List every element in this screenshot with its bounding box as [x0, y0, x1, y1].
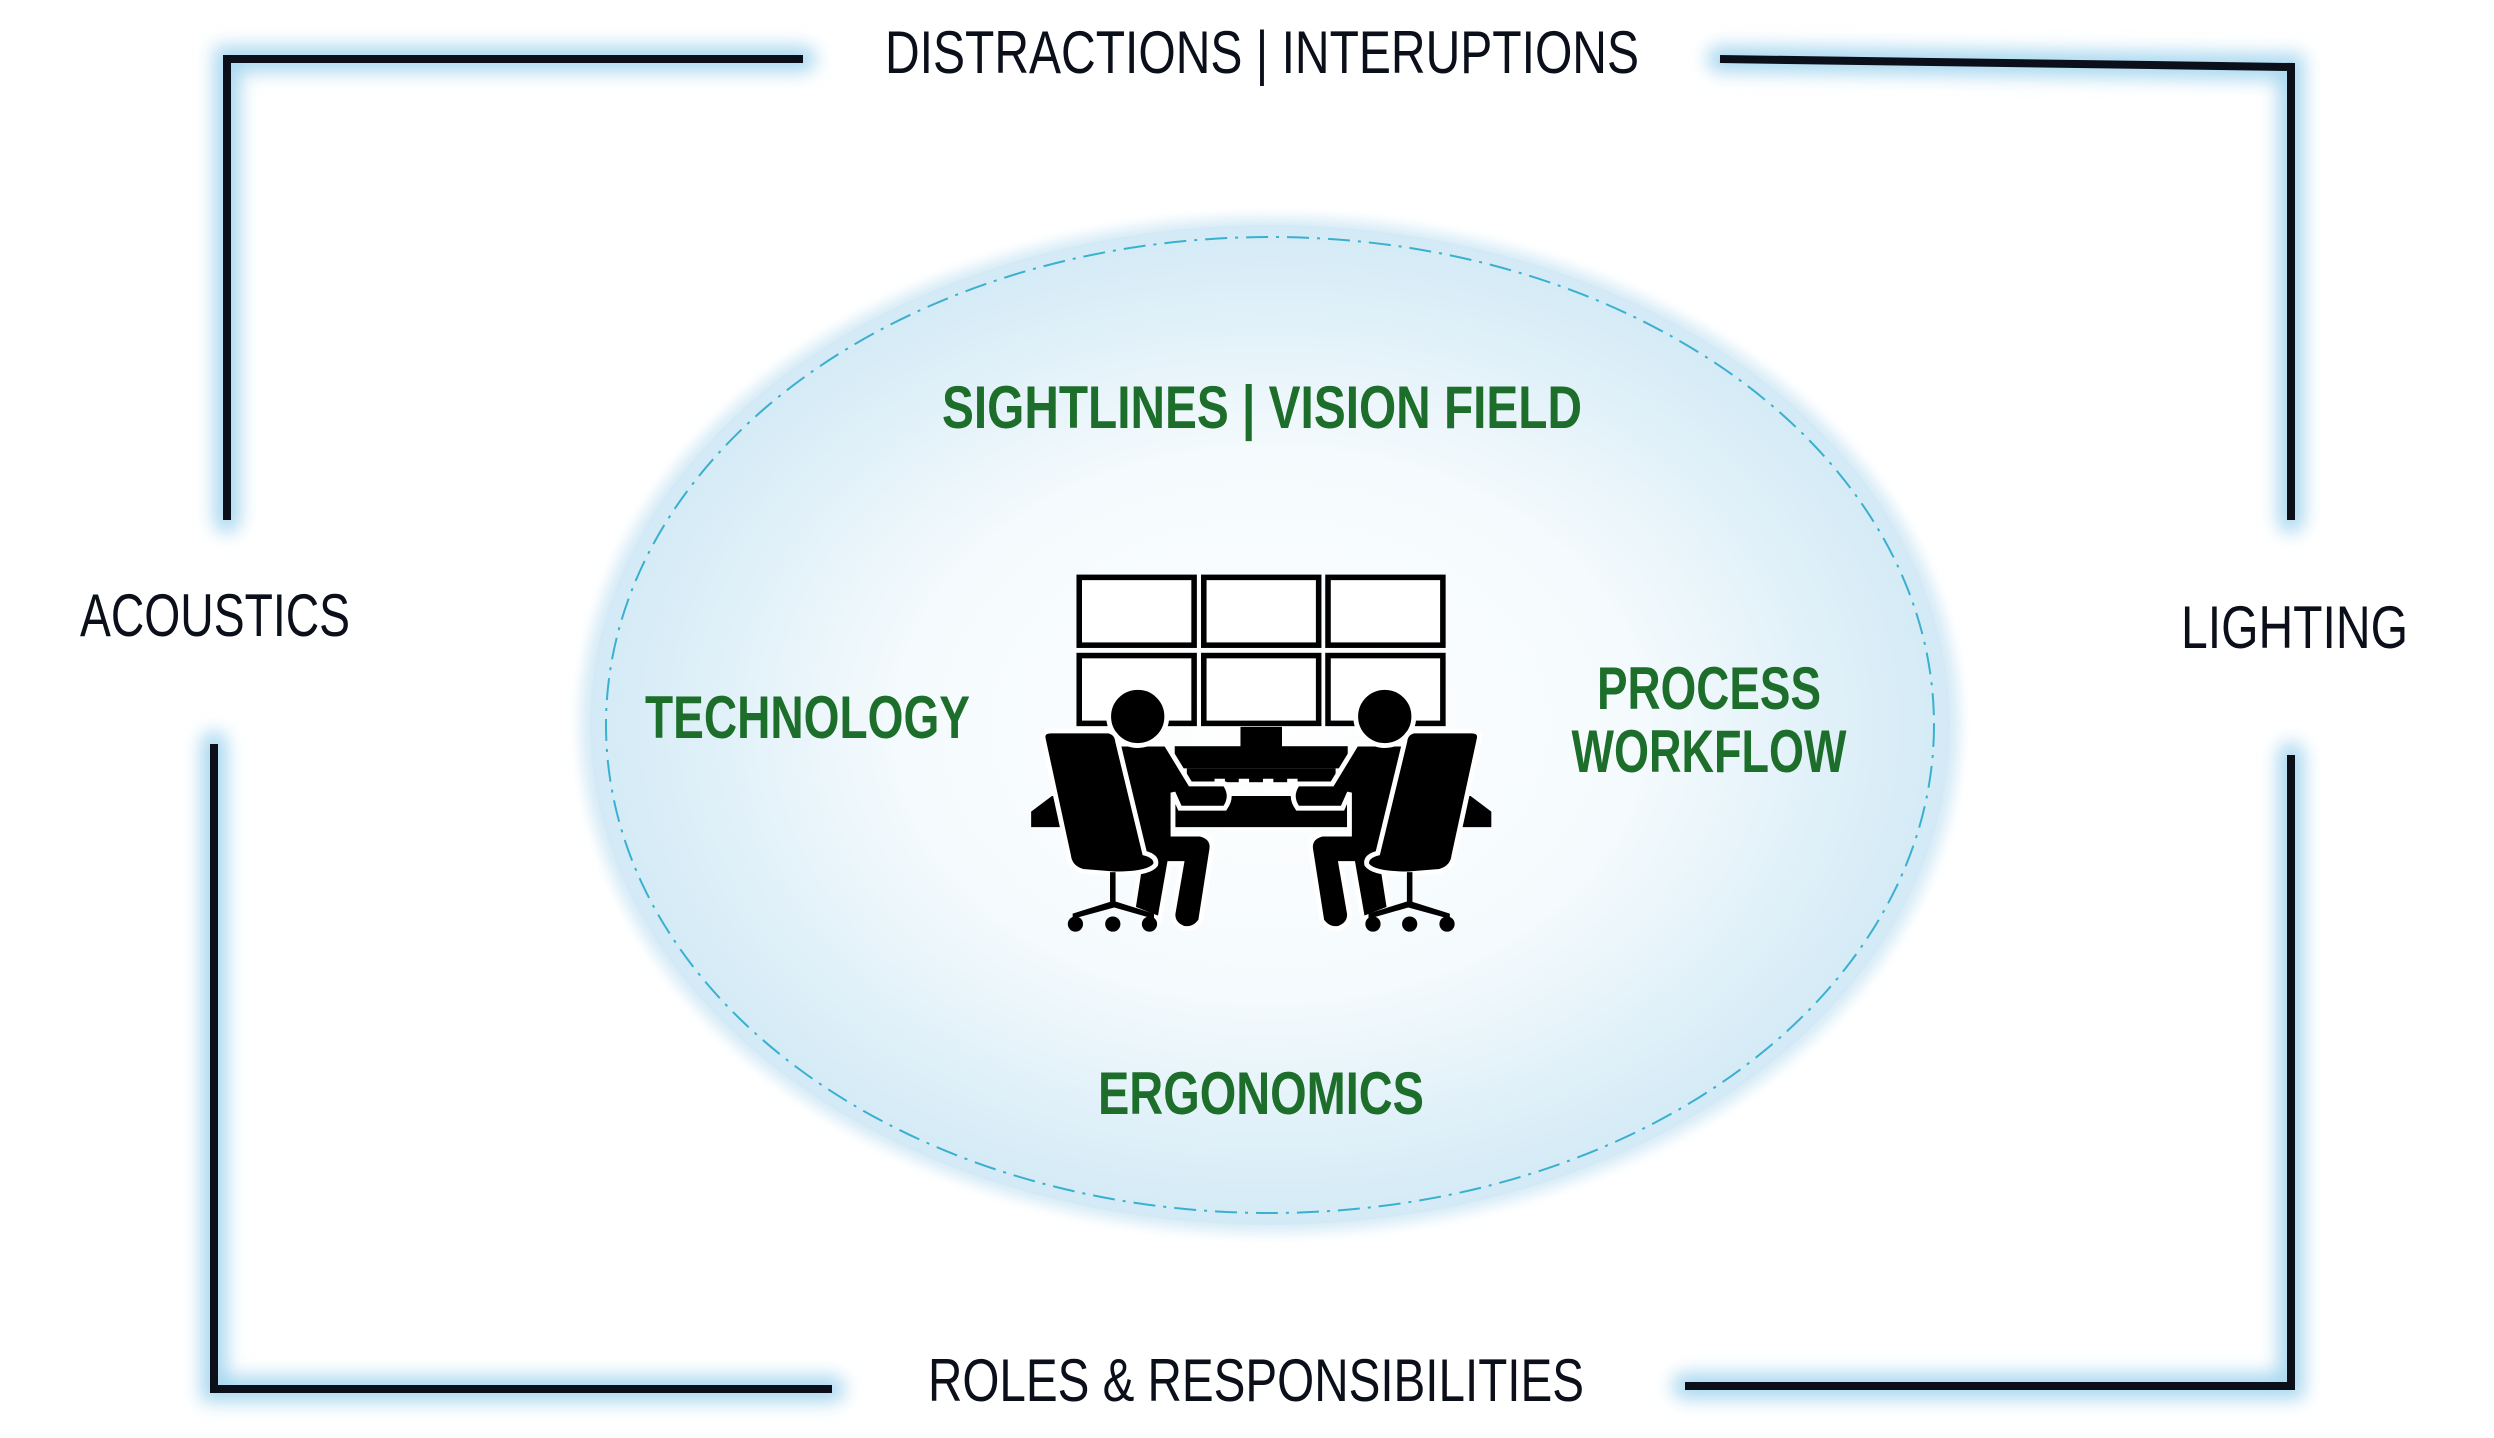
- label-acoustics: ACOUSTICS: [80, 582, 350, 649]
- label-distractions-interruptions: DISTRACTIONS | INTERUPTIONS: [885, 19, 1639, 86]
- frame-brackets: [210, 55, 2295, 1393]
- dashed-ellipse: [605, 236, 1935, 1214]
- bracket-bottom-left: [210, 744, 832, 1393]
- label-ergonomics: ERGONOMICS: [1098, 1060, 1424, 1127]
- label-sightlines-vision-field: SIGHTLINES | VISION FIELD: [942, 374, 1582, 442]
- label-roles-responsibilities: ROLES & RESPONSIBILITIES: [928, 1347, 1584, 1414]
- label-lighting: LIGHTING: [2181, 594, 2408, 661]
- operator-left: [1040, 684, 1232, 932]
- bracket-bottom-right: [1685, 755, 2295, 1390]
- label-process: PROCESS: [1597, 655, 1821, 722]
- monitor-wall-icon: [1076, 574, 1446, 727]
- label-workflow: WORKFLOW: [1572, 718, 1847, 785]
- control-room-operators-icon: [1031, 574, 1492, 932]
- bracket-top-right: [1719, 55, 2295, 520]
- bracket-top-left: [223, 55, 803, 520]
- label-technology: TECHNOLOGY: [645, 684, 970, 751]
